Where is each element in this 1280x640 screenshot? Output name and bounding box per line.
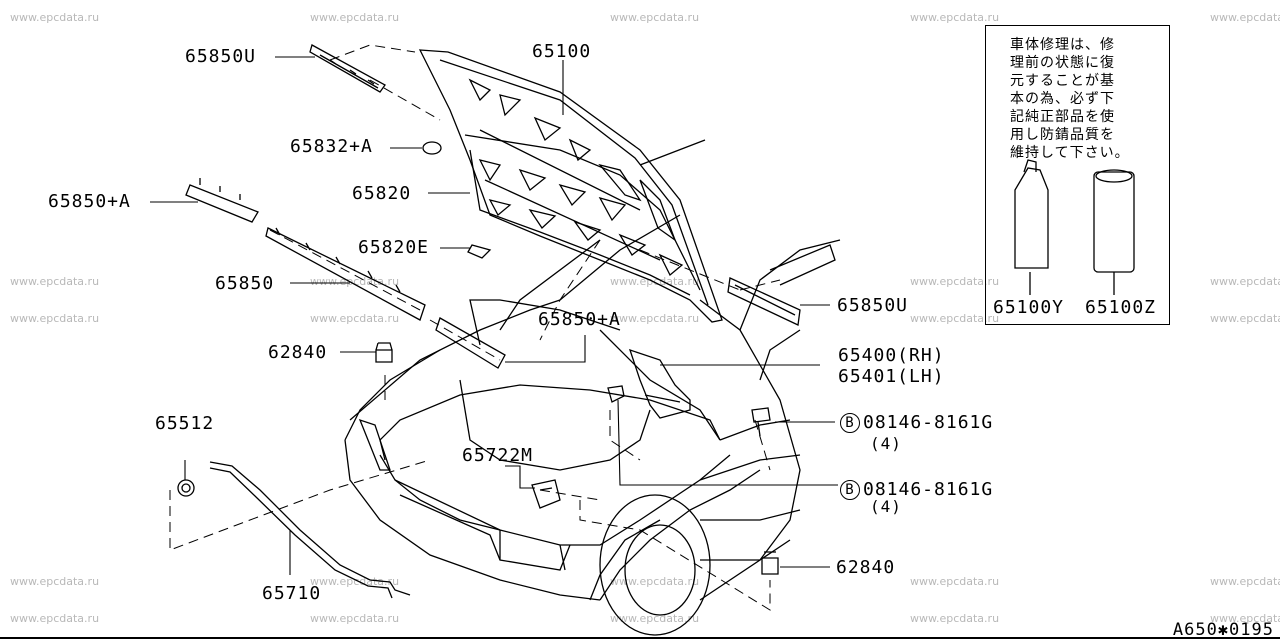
watermark-text: www.epcdata.ru xyxy=(10,275,100,288)
watermark-text: www.epcdata.ru xyxy=(1210,312,1280,325)
leader-lines xyxy=(150,56,838,575)
watermark-text: www.epcdata.ru xyxy=(610,275,700,288)
note-line: 用し防錆品質を xyxy=(1010,127,1115,143)
label-65100Z: 65100Z xyxy=(1085,297,1157,318)
label-65850U-top: 65850U xyxy=(185,46,257,67)
watermark-text: www.epcdata.ru xyxy=(910,11,1000,24)
label-65722M: 65722M xyxy=(462,445,534,466)
label-65832A: 65832+A xyxy=(290,136,373,157)
leader-dashes xyxy=(169,44,781,611)
watermark-text: www.epcdata.ru xyxy=(310,575,400,588)
watermark-text: www.epcdata.ru xyxy=(310,312,400,325)
watermark-text: www.epcdata.ru xyxy=(1210,275,1280,288)
repair-note-box: 車体修理は、修 理前の状態に復 元することが基 本の為、必ず下 記純正部品を使 … xyxy=(985,25,1170,325)
label-65850U-right: 65850U xyxy=(837,295,909,316)
watermark-text: www.epcdata.ru xyxy=(1210,575,1280,588)
note-line: 理前の状態に復 xyxy=(1010,55,1115,71)
label-62840-top: 62840 xyxy=(268,342,328,363)
label-bolt-1-qty: (4) xyxy=(870,434,902,453)
hood-panel xyxy=(418,49,723,323)
label-65850A-left: 65850+A xyxy=(48,191,131,212)
tube-icon xyxy=(1014,167,1049,269)
watermark-text: www.epcdata.ru xyxy=(610,575,700,588)
watermark-text: www.epcdata.ru xyxy=(910,612,1000,625)
label-65710: 65710 xyxy=(262,583,322,604)
watermark-text: www.epcdata.ru xyxy=(1210,11,1280,24)
bolt-b-icon: B xyxy=(840,413,860,433)
note-line: 車体修理は、修 xyxy=(1010,37,1115,53)
watermark-text: www.epcdata.ru xyxy=(10,312,100,325)
watermark-text: www.epcdata.ru xyxy=(10,11,100,24)
label-bolt-2-qty: (4) xyxy=(870,497,902,516)
watermark-text: www.epcdata.ru xyxy=(610,11,700,24)
watermark-text: www.epcdata.ru xyxy=(610,312,700,325)
label-62840-bottom: 62840 xyxy=(836,557,896,578)
watermark-text: www.epcdata.ru xyxy=(910,275,1000,288)
label-65850: 65850 xyxy=(215,273,275,294)
small-parts xyxy=(177,44,801,599)
bolt-b-icon: B xyxy=(840,480,860,500)
watermark-text: www.epcdata.ru xyxy=(310,11,400,24)
watermark-text: www.epcdata.ru xyxy=(910,575,1000,588)
note-line: 元することが基 xyxy=(1010,73,1115,89)
diagram-code: A650✱0195 xyxy=(1172,620,1274,640)
note-line: 維持して下さい。 xyxy=(1010,145,1130,161)
watermark-text: www.epcdata.ru xyxy=(1210,612,1280,625)
watermark-text: www.epcdata.ru xyxy=(910,312,1000,325)
note-line: 記純正部品を使 xyxy=(1010,109,1115,125)
watermark-text: www.epcdata.ru xyxy=(10,575,100,588)
label-65400: 65400(RH) xyxy=(838,345,945,366)
label-65100Y: 65100Y xyxy=(993,297,1065,318)
label-65512: 65512 xyxy=(155,413,215,434)
note-line: 本の為、必ず下 xyxy=(1010,91,1115,107)
watermark-text: www.epcdata.ru xyxy=(310,612,400,625)
label-65820E: 65820E xyxy=(358,237,430,258)
label-65850A-mid: 65850+A xyxy=(538,309,621,330)
watermark-text: www.epcdata.ru xyxy=(310,275,400,288)
label-65100: 65100 xyxy=(532,41,592,62)
watermark-text: www.epcdata.ru xyxy=(610,612,700,625)
label-65820: 65820 xyxy=(352,183,412,204)
watermark-text: www.epcdata.ru xyxy=(10,612,100,625)
label-65401: 65401(LH) xyxy=(838,366,945,387)
car-body xyxy=(344,214,841,636)
note-illustrations xyxy=(0,159,1280,639)
